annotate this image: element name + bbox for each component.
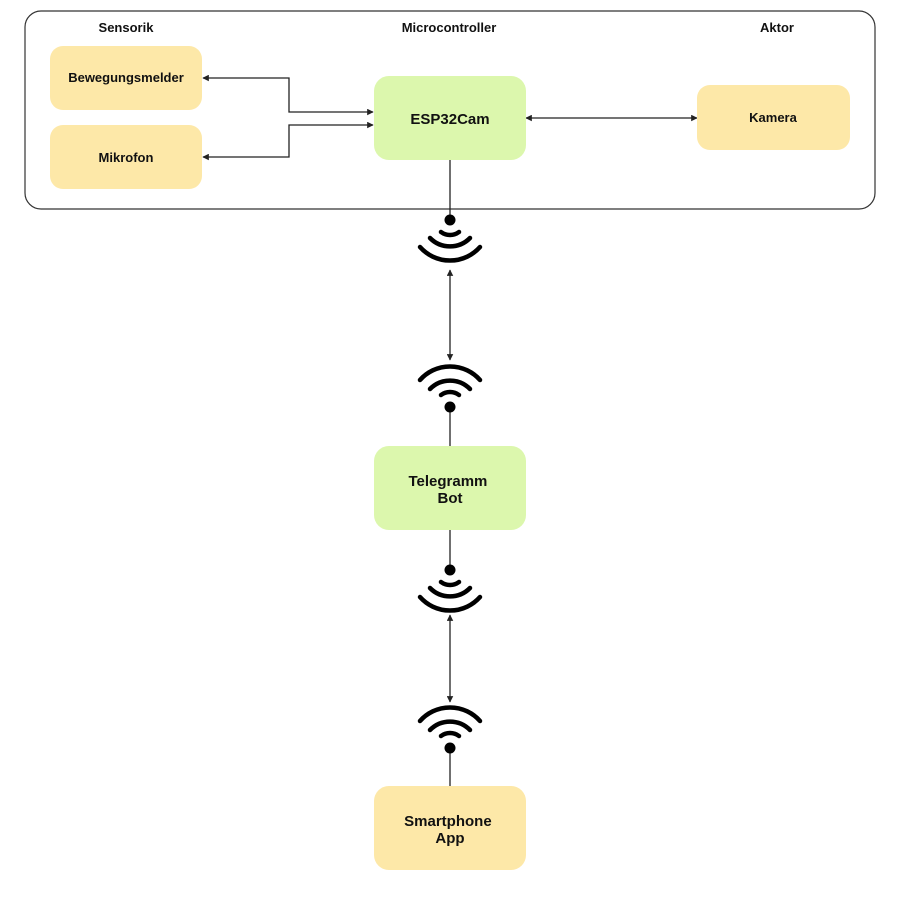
node-smartphone-app-line-2: App [435,830,464,847]
node-telegramm-bot-label: Telegramm Bot [408,473,491,507]
connectors [202,74,698,161]
header-sensorik: Sensorik [99,20,155,35]
node-smartphone-app-line-1: Smartphone [404,813,492,830]
wifi-signal-up-icon [417,705,483,754]
header-microcontroller: Microcontroller [402,20,497,35]
wifi-signal-down-icon [417,214,483,263]
node-esp32cam: ESP32Cam [374,76,526,160]
node-kamera-label: Kamera [749,110,797,125]
node-telegramm-bot: Telegramm Bot [374,446,526,530]
node-bewegungsmelder: Bewegungsmelder [50,46,202,110]
header-aktor: Aktor [760,20,794,35]
node-bewegungsmelder-label: Bewegungsmelder [68,70,184,85]
node-mikrofon: Mikrofon [50,125,202,189]
wifi-signal-up-icon [417,364,483,413]
node-mikrofon-label: Mikrofon [99,150,154,165]
node-esp32cam-label: ESP32Cam [410,111,489,128]
wifi-signal-down-icon [417,564,483,613]
node-telegramm-bot-line-2: Bot [438,490,463,507]
node-kamera: Kamera [697,85,850,150]
connector-esp-bewegungsmelder [202,74,374,116]
node-smartphone-app: Smartphone App [374,786,526,870]
connector-esp-mikrofon [202,121,374,161]
node-telegramm-bot-line-1: Telegramm [408,473,487,490]
node-smartphone-app-label: Smartphone App [404,813,496,847]
